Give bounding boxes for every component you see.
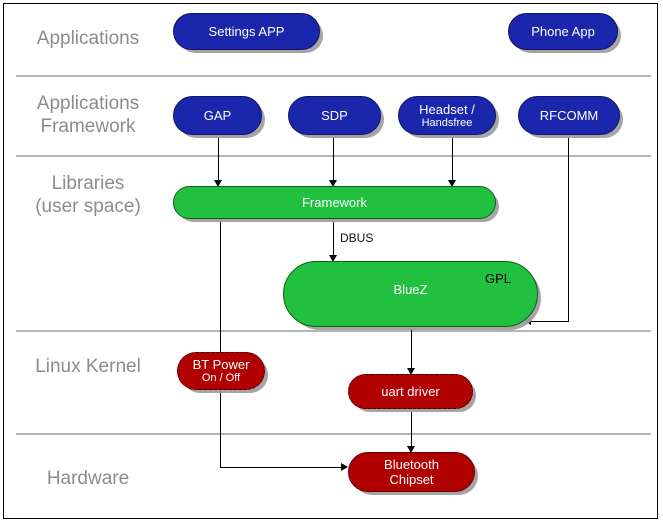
node-rfcomm[interactable]: RFCOMM (518, 96, 620, 135)
divider-libraries (16, 330, 651, 332)
node-headset-handsfree[interactable]: Headset / Handsfree (398, 96, 496, 135)
layer-label-linux-kernel: Linux Kernel (35, 356, 141, 377)
arrowhead-framework-to-bluez (329, 255, 337, 262)
node-phone-app-label: Phone App (531, 24, 595, 39)
layer-label-libraries: Libraries (user space) (35, 173, 141, 217)
edge-gap-to-chipset-horizontal (220, 467, 342, 468)
arrowhead-headset-to-framework (448, 180, 456, 187)
edge-uart-to-chipset (411, 409, 412, 447)
layer-label-hardware: Hardware (46, 468, 130, 489)
layer-label-applications-framework: Applications Framework (36, 93, 140, 137)
edge-label-dbus: DBUS (340, 231, 374, 245)
node-bluez-label: BlueZ (393, 282, 428, 297)
node-sdp[interactable]: SDP (288, 96, 381, 135)
node-bluez[interactable]: BlueZ (283, 261, 538, 327)
edge-rfcomm-vertical (568, 135, 569, 322)
node-phone-app[interactable]: Phone App (508, 13, 618, 50)
diagram-border (3, 3, 658, 519)
node-bt-power-label-line1: BT Power (192, 357, 250, 372)
edge-bluez-to-uart (411, 327, 412, 369)
node-gap[interactable]: GAP (173, 96, 262, 135)
edge-framework-to-bluez (333, 218, 334, 256)
node-bluez-gpl-badge: GPL (485, 271, 512, 286)
node-framework[interactable]: Framework (173, 186, 496, 219)
node-headset-handsfree-label-line1: Headset / (419, 101, 475, 117)
edge-headset-to-framework (452, 135, 453, 180)
node-bt-power-label-line2: On / Off (201, 372, 241, 384)
node-uart-driver[interactable]: uart driver (348, 374, 473, 409)
edge-rfcomm-horizontal (531, 321, 569, 322)
node-bluetooth-chipset[interactable]: Bluetooth Chipset (348, 452, 475, 492)
node-headset-handsfree-label-line2: Handsfree (421, 116, 473, 129)
node-bluetooth-chipset-label-line2: Chipset (389, 472, 434, 487)
arrowhead-uart-to-chipset (407, 446, 415, 453)
arrowhead-bluez-to-uart (407, 368, 415, 375)
node-sdp-label: SDP (321, 108, 348, 123)
node-gap-label: GAP (203, 108, 232, 123)
arrowhead-rfcomm-to-bluez (524, 317, 531, 325)
divider-applications (16, 75, 651, 77)
divider-linux-kernel (16, 433, 651, 435)
edge-sdp-to-framework (333, 135, 334, 180)
node-rfcomm-label: RFCOMM (539, 108, 599, 123)
node-bluetooth-chipset-label-line1: Bluetooth (384, 457, 439, 472)
arrowhead-gap-to-chipset (341, 463, 348, 471)
arrowhead-sdp-to-framework (329, 180, 337, 187)
arrowhead-gap-to-framework (214, 180, 222, 187)
node-settings-app-label: Settings APP (208, 24, 285, 39)
edge-gap-to-framework (218, 135, 219, 180)
node-uart-driver-label: uart driver (381, 384, 440, 399)
node-settings-app[interactable]: Settings APP (173, 13, 320, 50)
edge-gap-to-chipset-vertical (220, 218, 221, 468)
node-framework-label: Framework (301, 195, 367, 210)
layer-label-applications: Applications (36, 28, 140, 49)
node-bt-power[interactable]: BT Power On / Off (177, 352, 265, 390)
